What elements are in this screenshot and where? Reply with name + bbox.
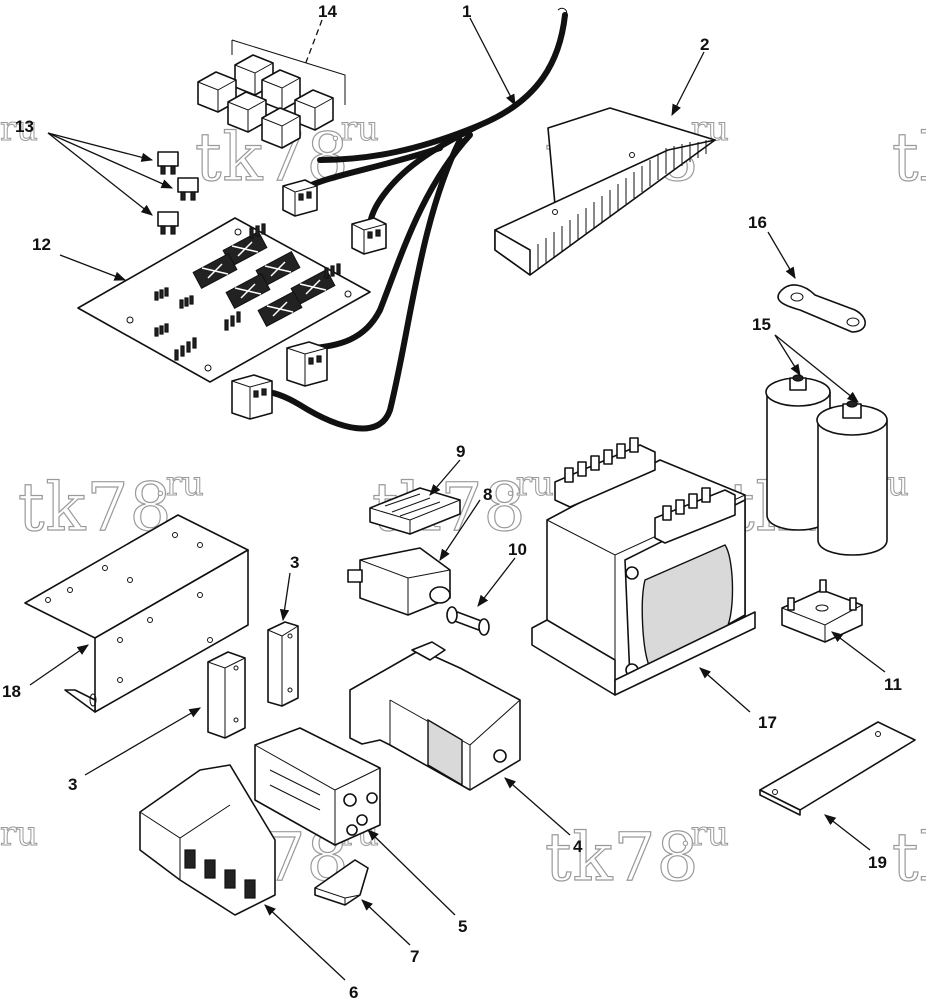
part-13-blade-fuses bbox=[157, 151, 199, 235]
callout-16: 16 bbox=[748, 213, 767, 232]
callout-6: 6 bbox=[349, 983, 358, 1000]
part-2-heatsink bbox=[494, 107, 716, 276]
part-16-gasket bbox=[777, 284, 866, 333]
part-10-cartridge-fuse bbox=[446, 606, 490, 636]
part-15-capacitors bbox=[765, 374, 888, 556]
watermark-fragment: ru bbox=[0, 814, 38, 854]
watermark-fragment: tl bbox=[892, 819, 926, 896]
callout-9: 9 bbox=[456, 442, 465, 461]
callout-10: 10 bbox=[508, 540, 527, 559]
part-18-mounting-bracket bbox=[24, 514, 249, 713]
watermark-fragment: ru bbox=[0, 109, 38, 149]
callout-2: 2 bbox=[700, 35, 709, 54]
callout-1: 1 bbox=[462, 2, 471, 21]
part-3-din-rail-top bbox=[267, 621, 299, 707]
callout-15: 15 bbox=[752, 315, 771, 334]
part-1-wire-harness bbox=[231, 7, 568, 432]
part-14-relays bbox=[197, 39, 346, 149]
watermark-suffix: .ru bbox=[680, 814, 729, 854]
part-11-capacitor-base bbox=[781, 579, 863, 643]
part-9-module bbox=[369, 487, 461, 535]
callout-17: 17 bbox=[758, 713, 777, 732]
callout-labels: 1 2 3 3 4 5 6 7 8 9 10 11 12 13 14 15 16… bbox=[2, 2, 902, 1000]
callout-19: 19 bbox=[868, 853, 887, 872]
part-8-plug bbox=[347, 547, 451, 616]
watermark-suffix: .ru bbox=[330, 109, 379, 149]
callout-18: 18 bbox=[2, 682, 21, 701]
watermark-text: tk78 bbox=[545, 819, 700, 896]
watermark-suffix: .ru bbox=[505, 464, 554, 504]
callout-3: 3 bbox=[290, 553, 299, 572]
part-19-cover-plate bbox=[759, 721, 916, 816]
watermark-fragment: tl bbox=[892, 119, 926, 196]
part-6-terminal-block bbox=[139, 764, 276, 916]
callout-3: 3 bbox=[68, 775, 77, 794]
callout-13: 13 bbox=[15, 117, 34, 136]
callout-4: 4 bbox=[573, 837, 583, 856]
part-4-contactor-coil bbox=[349, 641, 521, 791]
part-12-circuit-board bbox=[77, 217, 371, 383]
callout-14: 14 bbox=[318, 2, 337, 21]
part-17-transformer bbox=[531, 437, 756, 696]
callout-5: 5 bbox=[458, 917, 467, 936]
leader-lines bbox=[29, 17, 886, 981]
callout-12: 12 bbox=[32, 235, 51, 254]
callout-7: 7 bbox=[410, 947, 419, 966]
callout-8: 8 bbox=[483, 485, 492, 504]
callout-11: 11 bbox=[884, 675, 902, 694]
part-3-din-rail-bottom bbox=[207, 651, 246, 739]
watermark-suffix: .ru bbox=[155, 464, 204, 504]
part-5-overload-relay bbox=[254, 727, 381, 846]
part-7-cover bbox=[314, 859, 369, 906]
